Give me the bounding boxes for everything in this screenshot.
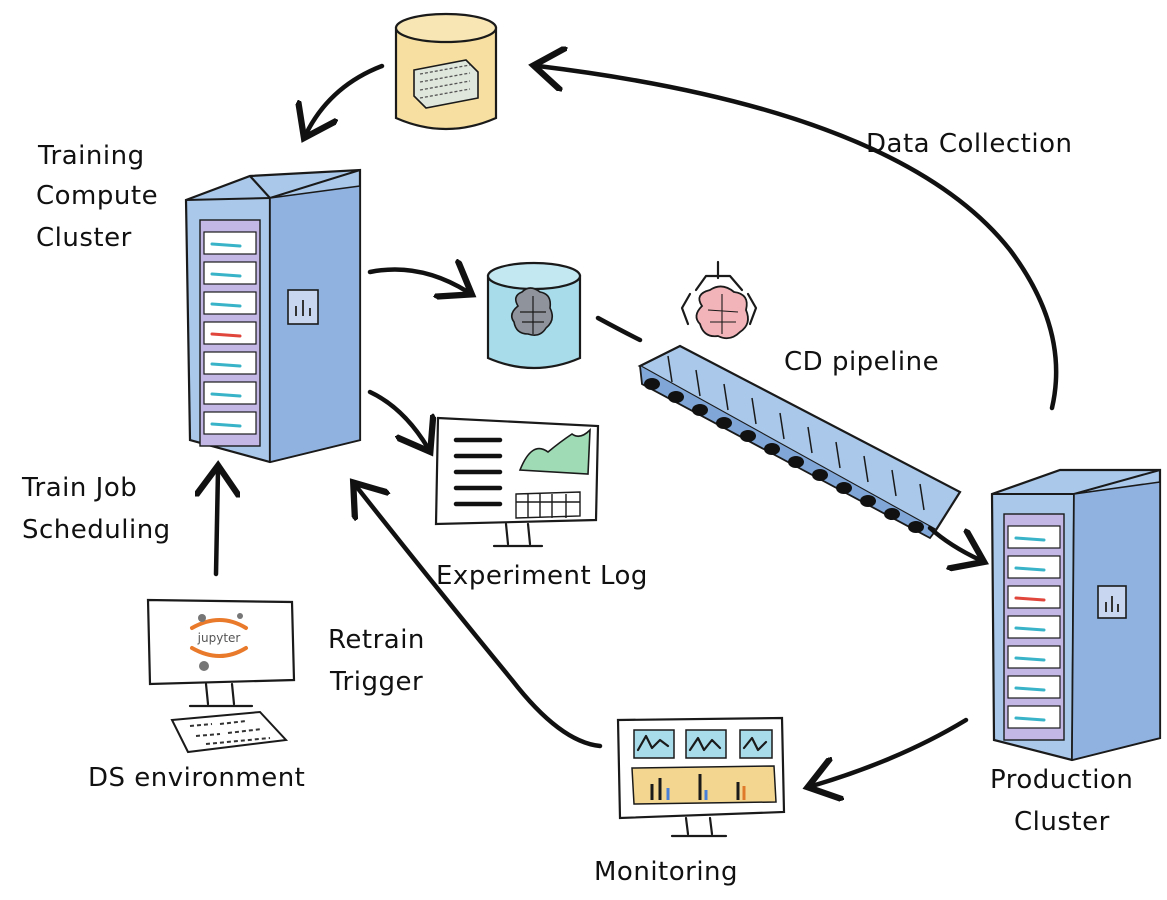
- label-retrain: Retrain: [328, 625, 425, 655]
- label-compute: Compute: [36, 181, 158, 211]
- experiment-log-monitor-icon: [434, 416, 600, 548]
- label-experiment-log: Experiment Log: [436, 561, 648, 591]
- arrow-production-to-monitoring: [812, 717, 969, 786]
- label-cluster: Cluster: [36, 223, 132, 253]
- label-production-cluster: Cluster: [1014, 807, 1110, 837]
- arrow-pipeline-to-production: [927, 525, 980, 560]
- model-registry-icon: [486, 261, 582, 370]
- label-data-collection: Data Collection: [866, 129, 1072, 159]
- label-training: Training: [37, 141, 145, 171]
- data-store-icon: [394, 12, 498, 131]
- labels: Training Compute Cluster Data Collection…: [21, 129, 1133, 887]
- monitoring-monitor-icon: [616, 716, 786, 838]
- label-production: Production: [990, 765, 1133, 795]
- label-monitoring: Monitoring: [594, 857, 738, 887]
- arrows: [216, 63, 1059, 786]
- production-cluster-server-icon: [990, 468, 1162, 762]
- label-train-job: Train Job: [21, 473, 137, 503]
- label-cd-pipeline: CD pipeline: [784, 347, 939, 377]
- label-ds-environment: DS environment: [88, 763, 305, 793]
- label-scheduling: Scheduling: [22, 515, 171, 545]
- arrow-training-to-experiment-log: [367, 389, 428, 448]
- model-brain-claw-icon: [680, 260, 758, 340]
- cd-pipeline-conveyor-icon: [637, 344, 962, 540]
- arrow-scheduling: [216, 470, 218, 577]
- arrow-training-to-model: [367, 270, 468, 293]
- training-cluster-server-icon: [184, 168, 362, 464]
- arrow-data-collection: [538, 66, 1059, 411]
- arrow-retrain-trigger: [356, 486, 603, 749]
- arrow-model-to-pipeline: [595, 315, 643, 343]
- ds-environment-computer-icon: jupyter: [146, 598, 296, 754]
- arrow-data-to-training: [306, 63, 385, 134]
- jupyter-logo-text: jupyter: [197, 631, 241, 645]
- label-trigger: Trigger: [329, 667, 423, 697]
